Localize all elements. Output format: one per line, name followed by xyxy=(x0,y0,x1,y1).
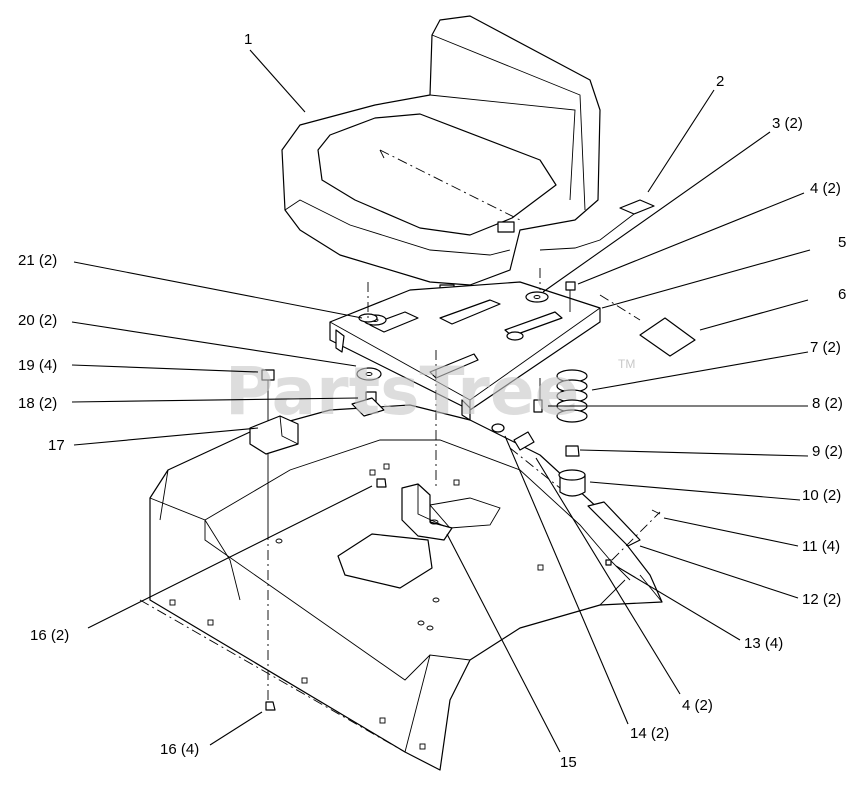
hardware xyxy=(249,281,661,711)
callout-20: 20 (2) xyxy=(18,312,57,329)
callout-5: 5 xyxy=(838,234,846,251)
seat xyxy=(281,15,601,294)
callout-9: 9 (2) xyxy=(812,443,843,460)
seat-label-clip xyxy=(539,199,655,251)
seat-mount-plate xyxy=(329,281,601,421)
callout-7: 7 (2) xyxy=(810,339,841,356)
watermark: PartsTree xyxy=(225,353,579,430)
callout-4-top: 4 (2) xyxy=(810,180,841,197)
callout-4-bottom: 4 (2) xyxy=(682,697,713,714)
callout-12: 12 (2) xyxy=(802,591,841,608)
leader-lines xyxy=(71,49,811,753)
callout-1: 1 xyxy=(244,31,252,48)
callout-14: 14 (2) xyxy=(630,725,669,742)
callout-6: 6 xyxy=(838,286,846,303)
callout-10: 10 (2) xyxy=(802,487,841,504)
callout-11: 11 (4) xyxy=(802,538,840,555)
callout-3: 3 (2) xyxy=(772,115,803,132)
callout-8: 8 (2) xyxy=(812,395,843,412)
callout-2: 2 xyxy=(716,73,724,90)
fender-deck xyxy=(139,404,663,771)
callout-17: 17 xyxy=(48,437,65,454)
callout-13: 13 (4) xyxy=(744,635,783,652)
callout-18: 18 (2) xyxy=(18,395,57,412)
alignment-lines xyxy=(267,268,661,700)
callout-16-lower: 16 (4) xyxy=(160,741,199,758)
callout-21: 21 (2) xyxy=(18,252,57,269)
callout-19: 19 (4) xyxy=(18,357,57,374)
decal xyxy=(639,317,696,357)
callout-labels: 1 2 3 (2) 4 (2) 5 6 7 (2) 8 (2) 9 (2) 10… xyxy=(18,31,846,771)
callout-15: 15 xyxy=(560,754,577,771)
deck-holes xyxy=(169,463,544,750)
watermark-tm: TM xyxy=(618,357,635,371)
callout-16-upper: 16 (2) xyxy=(30,627,69,644)
